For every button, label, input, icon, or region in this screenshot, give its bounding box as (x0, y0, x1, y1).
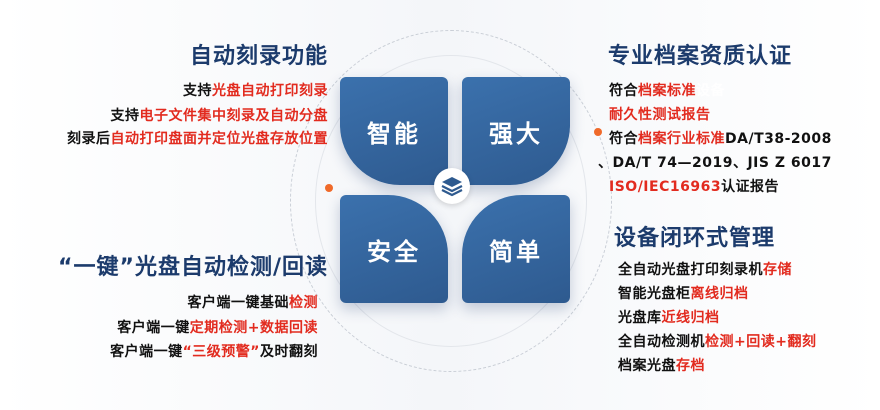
decorative-inner-ring (315, 55, 587, 347)
one-key-line-3: 客户端一键“三级预警”及时翻刻 (110, 341, 318, 361)
text: 认证报告 (721, 179, 780, 195)
auto-burn-line-1: 支持光盘自动打印刻录 (183, 80, 328, 100)
highlight-text: 电子文件集中刻录及自动分盘 (139, 108, 328, 124)
text: 及时翻刻 (260, 344, 318, 360)
auto-burn-line-3: 刻录后自动打印盘面并定位光盘存放位置 (67, 128, 328, 148)
text: 支持 (183, 83, 212, 99)
archive-cert-line-1: 符合档案标准设备 (609, 80, 725, 100)
highlight-text: 存档 (676, 358, 705, 374)
text: 全自动光盘打印刻录机 (618, 262, 763, 278)
highlight-text: 档案行业标准 (638, 131, 725, 147)
faded-text: 设备 (696, 83, 725, 99)
text: 智能光盘柜 (618, 286, 691, 302)
closed-loop-line-2: 智能光盘柜离线归档 (618, 283, 749, 303)
archive-cert-line-2: 耐久性测试报告 (609, 104, 711, 124)
auto-burn-line-2: 支持电子文件集中刻录及自动分盘 (111, 105, 329, 125)
tile-secure[interactable]: 安全 (340, 195, 448, 303)
closed-loop-title: 设备闭环式管理 (614, 226, 776, 251)
accent-dot-right (594, 128, 602, 136)
highlight-text: 定期检测+数据回读 (189, 320, 318, 336)
one-key-line-2: 客户端一键定期检测+数据回读 (117, 317, 318, 337)
archive-cert-line-3: 符合档案行业标准DA/T38-2008 (609, 128, 832, 148)
text: 客户端一键 (110, 344, 183, 360)
highlight-text: 光盘自动打印刻录 (212, 83, 328, 99)
text: 、DA/T 74—2019、JIS Z 6017 (598, 155, 832, 171)
closed-loop-line-3: 光盘库近线归档 (618, 307, 720, 327)
layers-icon (441, 177, 463, 197)
highlight-text: 耐久性测试报告 (609, 107, 711, 123)
highlight-text: ISO/IEC16963 (609, 179, 722, 195)
one-key-line-1: 客户端一键基础检测 (188, 292, 319, 312)
highlight-text: 档案标准 (638, 83, 696, 99)
highlight-text: 自动打印盘面并定位光盘存放位置 (110, 131, 328, 147)
text: DA/T38-2008 (725, 131, 832, 147)
decorative-outer-ring (290, 30, 612, 372)
archive-cert-line-5: ISO/IEC16963认证报告 (609, 176, 779, 196)
text: 支持 (110, 108, 140, 124)
archive-cert-line-4: 、DA/T 74—2019、JIS Z 6017 (598, 152, 832, 172)
one-key-title: “一键”光盘自动检测/回读 (58, 255, 328, 280)
auto-burn-title: 自动刻录功能 (189, 44, 328, 69)
text: 符合 (609, 131, 638, 147)
highlight-text: 检测 (289, 295, 318, 311)
highlight-text: 离线归档 (690, 286, 749, 302)
tile-intelligent[interactable]: 智能 (340, 77, 448, 185)
closed-loop-line-1: 全自动光盘打印刻录机存储 (618, 259, 792, 279)
closed-loop-line-5: 档案光盘存档 (618, 355, 705, 375)
accent-dot-left (325, 184, 333, 192)
text: 光盘库 (618, 310, 662, 326)
highlight-text: 存储 (763, 262, 792, 278)
highlight-text: 检测+回读+翻刻 (705, 334, 817, 350)
text: 客户端一键基础 (187, 295, 289, 311)
highlight-text: 近线归档 (661, 310, 720, 326)
tile-simple[interactable]: 简单 (462, 195, 570, 303)
text: 客户端一键 (117, 320, 190, 336)
text: 刻录后 (67, 131, 111, 147)
center-badge (434, 168, 470, 204)
tile-powerful[interactable]: 强大 (462, 77, 570, 185)
text: 全自动检测机 (618, 334, 705, 350)
archive-cert-title: 专业档案资质认证 (608, 44, 793, 69)
closed-loop-line-4: 全自动检测机检测+回读+翻刻 (618, 331, 816, 351)
highlight-text: “三级预警” (182, 344, 260, 360)
text: 档案光盘 (618, 358, 676, 374)
text: 符合 (609, 83, 638, 99)
